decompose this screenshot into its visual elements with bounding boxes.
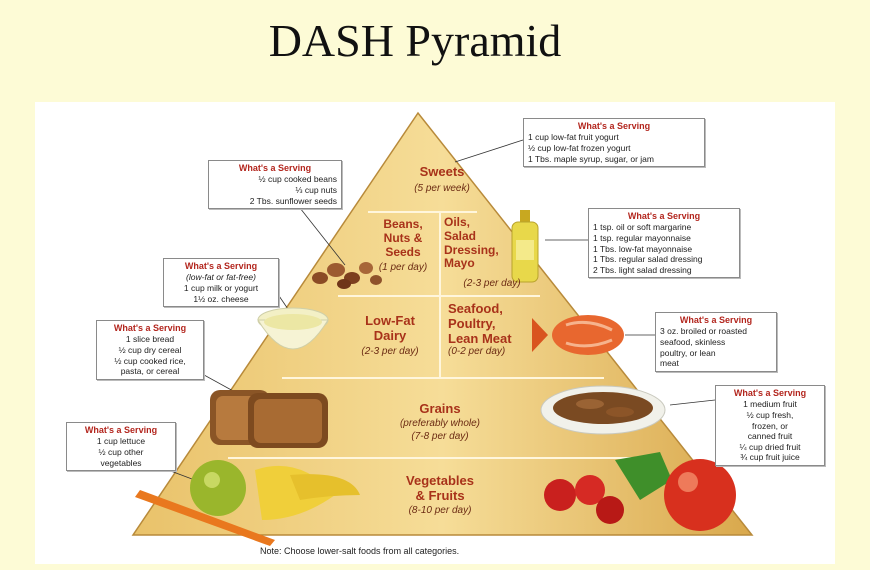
- serving-line: ½ cup other: [71, 447, 171, 458]
- serving-heading: What's a Serving: [168, 261, 274, 272]
- tier-seafood-label: Seafood, Poultry, Lean Meat: [448, 302, 544, 347]
- cereal-bowl-icon: [541, 386, 665, 434]
- serving-line: 3 oz. broiled or roasted: [660, 326, 772, 337]
- serving-heading: What's a Serving: [101, 323, 199, 334]
- bread-icon: [210, 390, 328, 448]
- tier-oils-label: Oils, Salad Dressing, Mayo: [444, 216, 516, 271]
- tier-beans-label: Beans, Nuts & Seeds: [370, 218, 436, 259]
- serving-line: ½ cup dry cereal: [101, 345, 199, 356]
- serving-line: 1 Tbs. regular salad dressing: [593, 254, 735, 265]
- tier-sweets-sub: (5 per week): [398, 183, 486, 194]
- tier-beans-sub: (1 per day): [370, 262, 436, 273]
- serving-box-vegetables: What's a Serving 1 cup lettuce ½ cup oth…: [66, 422, 176, 471]
- serving-line: 1 cup low-fat fruit yogurt: [528, 132, 700, 143]
- serving-line: canned fruit: [720, 431, 820, 442]
- serving-box-fruits: What's a Serving 1 medium fruit ½ cup fr…: [715, 385, 825, 466]
- footnote: Note: Choose lower-salt foods from all c…: [260, 546, 459, 556]
- tier-veg-sub: (8-10 per day): [380, 505, 500, 516]
- serving-line: 1½ oz. cheese: [168, 294, 274, 305]
- tier-sweets-label: Sweets: [398, 165, 486, 180]
- serving-line: 2 Tbs. sunflower seeds: [213, 196, 337, 207]
- serving-line: ½ cup fresh,: [720, 410, 820, 421]
- serving-line: seafood, skinless: [660, 337, 772, 348]
- serving-line: 1 cup milk or yogurt: [168, 283, 274, 294]
- tier-seafood-sub: (0-2 per day): [448, 346, 528, 357]
- serving-line: 1 tsp. oil or soft margarine: [593, 222, 735, 233]
- serving-line: frozen, or: [720, 421, 820, 432]
- serving-line: 1 Tbs. maple syrup, sugar, or jam: [528, 154, 700, 165]
- serving-box-oils: What's a Serving 1 tsp. oil or soft marg…: [588, 208, 740, 278]
- serving-line: ½ cup cooked rice,: [101, 356, 199, 367]
- serving-box-sweets: What's a Serving 1 cup low-fat fruit yog…: [523, 118, 705, 167]
- tier-grains-sub1: (preferably whole): [380, 418, 500, 429]
- serving-heading: What's a Serving: [213, 163, 337, 174]
- serving-line: 1 tsp. regular mayonnaise: [593, 233, 735, 244]
- serving-box-seafood: What's a Serving 3 oz. broiled or roaste…: [655, 312, 777, 372]
- serving-heading: What's a Serving: [720, 388, 820, 399]
- serving-line: 2 Tbs. light salad dressing: [593, 265, 735, 276]
- tier-dairy-sub: (2-3 per day): [345, 346, 435, 357]
- tier-grains-label: Grains: [380, 402, 500, 417]
- serving-line: ⅓ cup nuts: [213, 185, 337, 196]
- tier-grains-sub2: (7-8 per day): [380, 431, 500, 442]
- serving-box-grains: What's a Serving 1 slice bread ½ cup dry…: [96, 320, 204, 380]
- serving-heading: What's a Serving: [528, 121, 700, 132]
- serving-line: ½ cup low-fat frozen yogurt: [528, 143, 700, 154]
- serving-line: poultry, or lean: [660, 348, 772, 359]
- serving-line: meat: [660, 358, 772, 369]
- serving-heading: What's a Serving: [593, 211, 735, 222]
- tier-oils-sub: (2-3 per day): [452, 278, 532, 289]
- serving-line: (low-fat or fat-free): [168, 272, 274, 283]
- tier-veg-label: Vegetables & Fruits: [380, 474, 500, 504]
- serving-line: 1 slice bread: [101, 334, 199, 345]
- serving-line: pasta, or cereal: [101, 366, 199, 377]
- serving-line: ¼ cup dried fruit: [720, 442, 820, 453]
- serving-heading: What's a Serving: [71, 425, 171, 436]
- tier-dairy-label: Low-Fat Dairy: [345, 314, 435, 344]
- serving-box-dairy: What's a Serving (low-fat or fat-free) 1…: [163, 258, 279, 307]
- serving-heading: What's a Serving: [660, 315, 772, 326]
- serving-line: vegetables: [71, 458, 171, 469]
- serving-line: 1 cup lettuce: [71, 436, 171, 447]
- serving-line: ½ cup cooked beans: [213, 174, 337, 185]
- serving-line: ¾ cup fruit juice: [720, 452, 820, 463]
- serving-line: 1 medium fruit: [720, 399, 820, 410]
- serving-line: 1 Tbs. low-fat mayonnaise: [593, 244, 735, 255]
- serving-box-beans: What's a Serving ½ cup cooked beans ⅓ cu…: [208, 160, 342, 209]
